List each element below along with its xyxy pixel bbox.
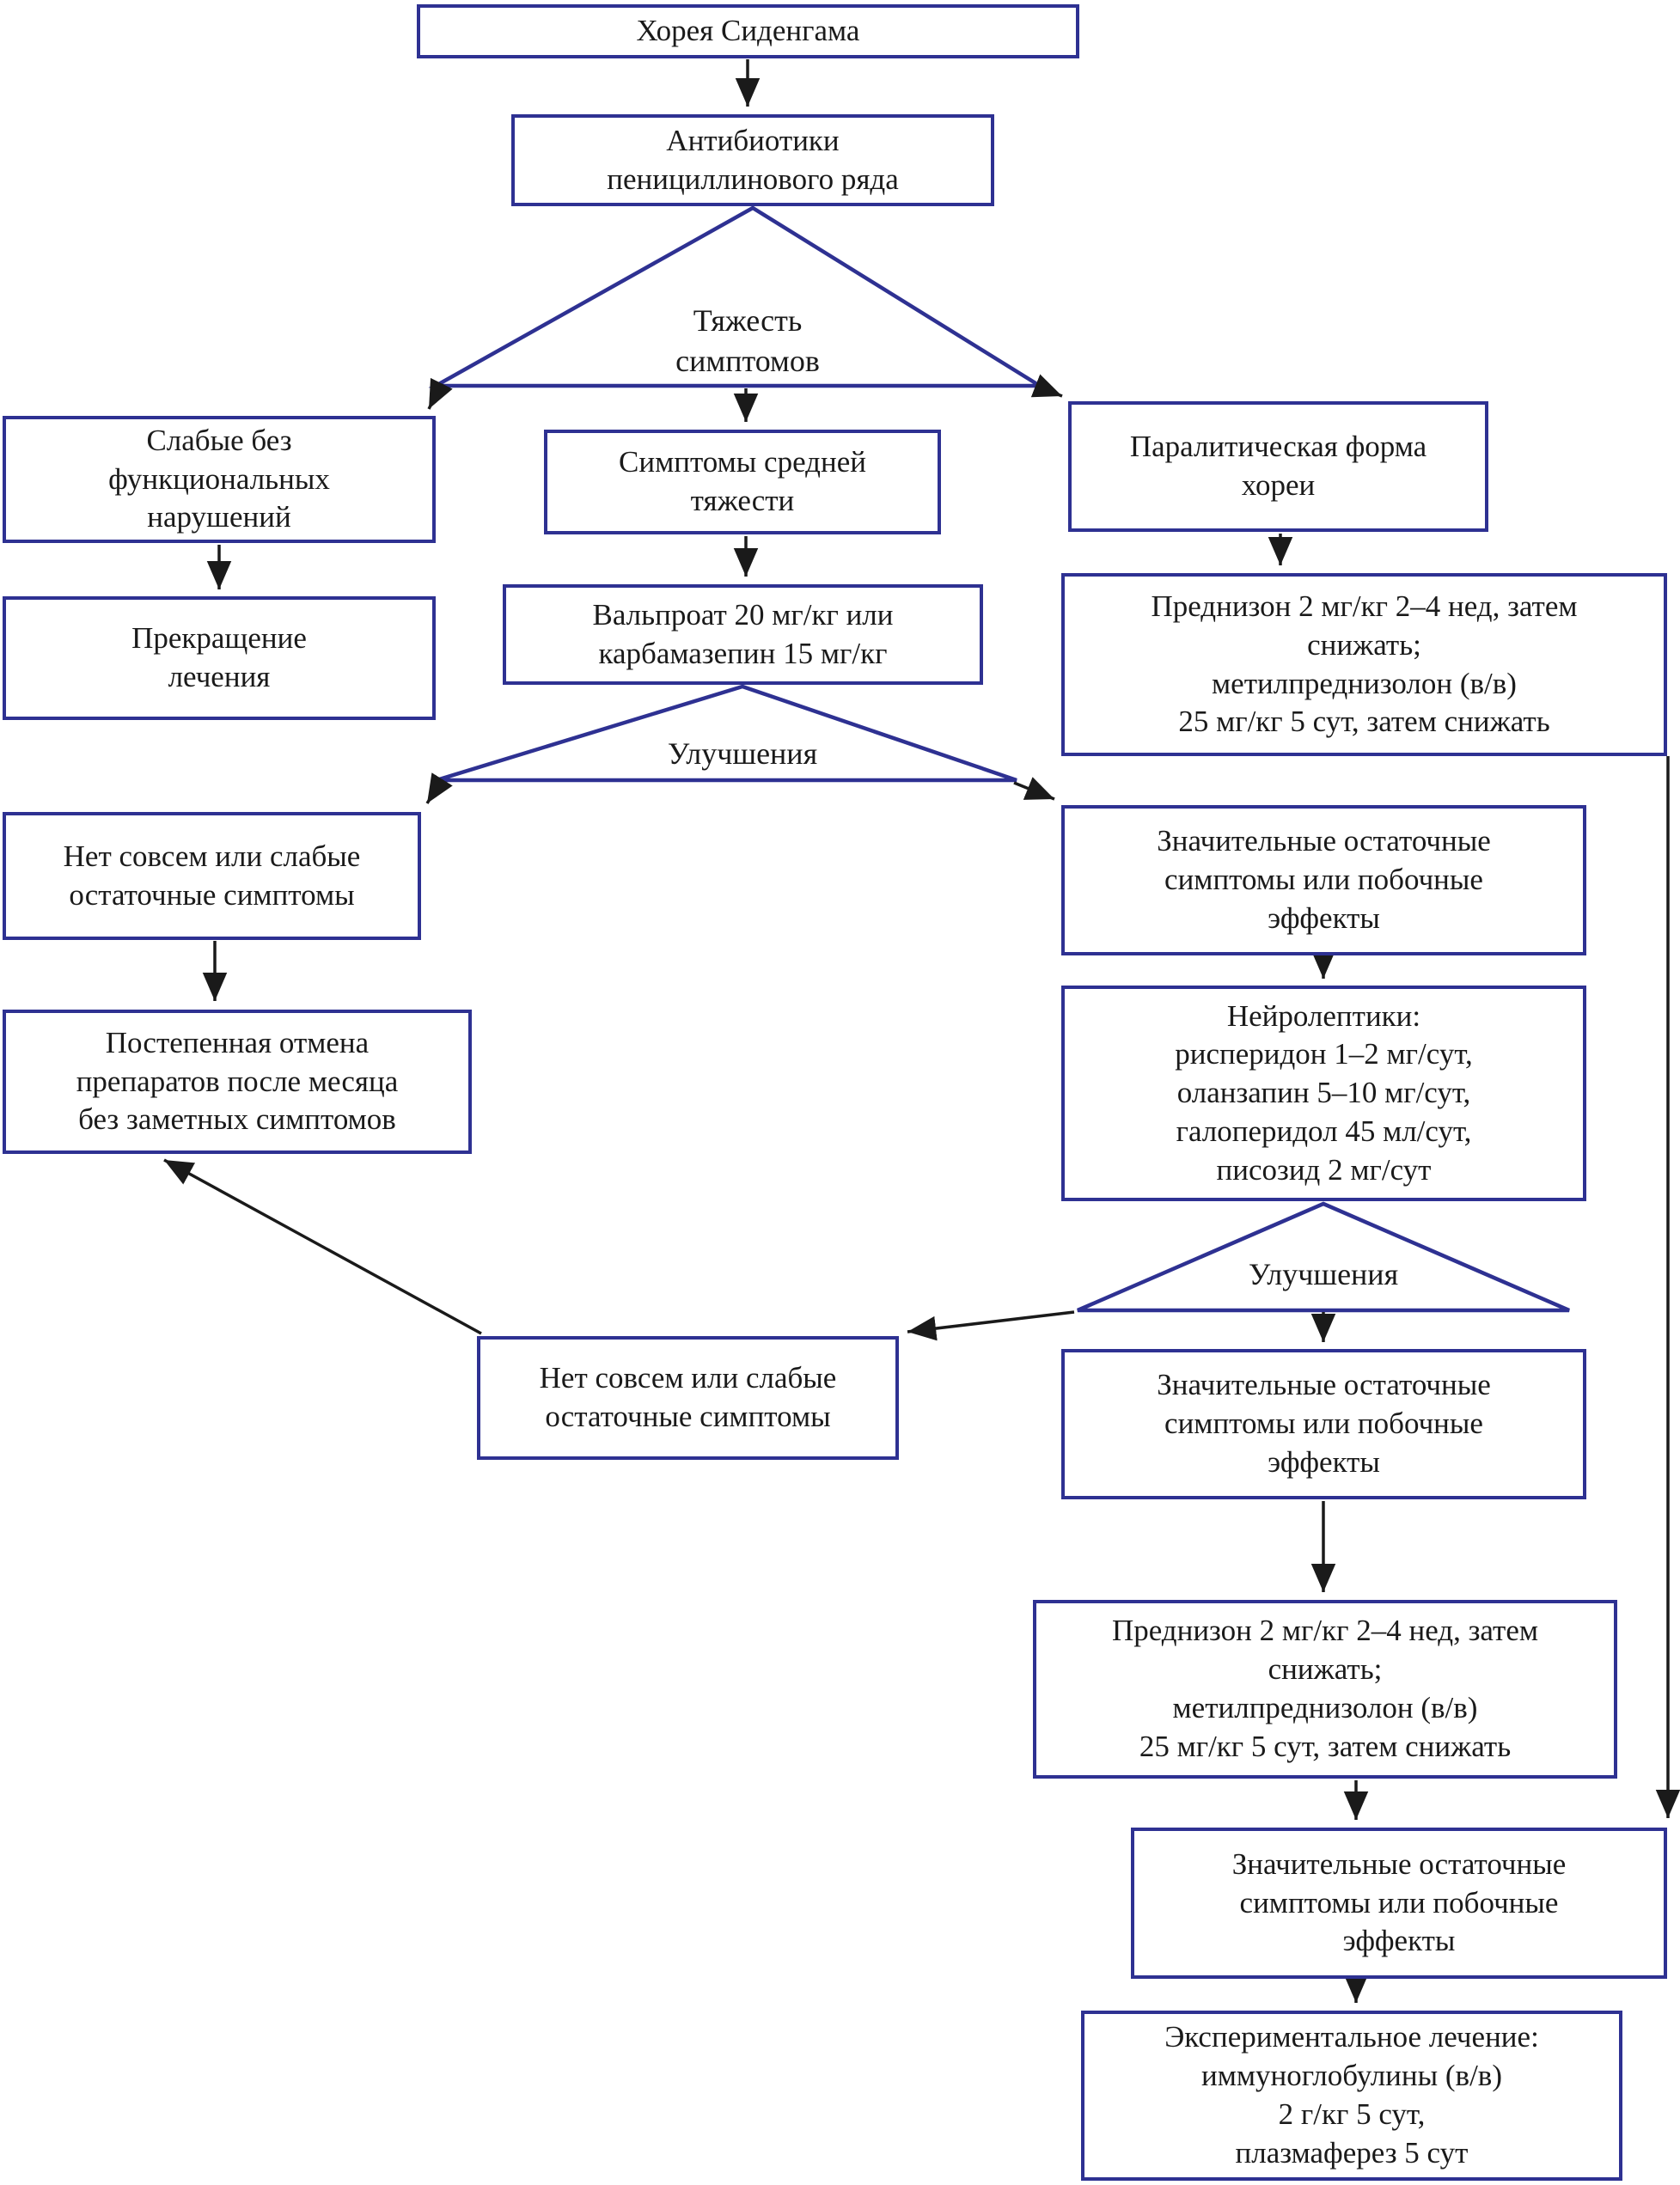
arrow-no-residual2-to-withdrawal: [163, 1158, 482, 1335]
node-penicillin-antibiotics-label: Антибиотики пенициллинового ряда: [607, 123, 899, 196]
node-no-or-mild-residual-2: Нет совсем или слабые остаточные симптом…: [477, 1336, 899, 1460]
node-experimental-treatment: Экспериментальное лечение: иммуноглобули…: [1081, 2011, 1622, 2181]
arrow-severity-to-mild: [427, 377, 453, 410]
node-significant-residual-3-label: Значительные остаточные симптомы или поб…: [1231, 1846, 1567, 1958]
node-neuroleptics-label: Нейролептики: рисперидон 1–2 мг/сут, ола…: [1175, 998, 1473, 1187]
node-neuroleptics: Нейролептики: рисперидон 1–2 мг/сут, ола…: [1061, 986, 1586, 1201]
node-mild-no-impairment: Слабые без функциональных нарушений: [3, 416, 436, 543]
node-paralytic-form-label: Паралитическая форма хореи: [1129, 430, 1427, 502]
decision-triangle-severity: [428, 205, 1047, 388]
node-valproate-carbamazepine: Вальпроат 20 мг/кг или карбамазепин 15 м…: [503, 584, 983, 685]
node-no-or-mild-residual-1: Нет совсем или слабые остаточные симптом…: [3, 812, 421, 940]
decision-improvement-1-label: Улучшения: [667, 736, 818, 771]
node-valproate-carbamazepine-label: Вальпроат 20 мг/кг или карбамазепин 15 м…: [592, 597, 894, 670]
node-experimental-treatment-label: Экспериментальное лечение: иммуноглобули…: [1164, 2020, 1539, 2170]
node-gradual-withdrawal-label: Постепенная отмена препаратов после меся…: [76, 1025, 399, 1137]
decision-triangle-improvement-2: [1077, 1201, 1570, 1313]
arrow-severity-to-paralytic: [1030, 374, 1063, 398]
node-no-or-mild-residual-2-label: Нет совсем или слабые остаточные симптом…: [539, 1361, 837, 1433]
arrow-improvement1-to-no-residual1: [425, 772, 453, 804]
node-paralytic-form: Паралитическая форма хореи: [1068, 401, 1488, 532]
node-mild-no-impairment-label: Слабые без функциональных нарушений: [108, 423, 330, 534]
decision-triangle-improvement-1: [436, 684, 1017, 783]
node-moderate-symptoms-label: Симптомы средней тяжести: [619, 445, 866, 517]
node-prednisone-second: Преднизон 2 мг/кг 2–4 нед, затем снижать…: [1033, 1600, 1617, 1779]
node-significant-residual-3: Значительные остаточные симптомы или поб…: [1131, 1828, 1667, 1979]
node-moderate-symptoms: Симптомы средней тяжести: [544, 430, 941, 534]
node-stop-treatment-label: Прекращение лечения: [131, 621, 307, 693]
node-penicillin-antibiotics: Антибиотики пенициллинового ряда: [511, 114, 994, 206]
decision-severity-label: Тяжесть симптомов: [675, 303, 820, 378]
node-chorea-sydenham: Хорея Сиденгама: [417, 4, 1079, 58]
node-prednisone-first-label: Преднизон 2 мг/кг 2–4 нед, затем снижать…: [1151, 589, 1578, 739]
node-significant-residual-2: Значительные остаточные симптомы или поб…: [1061, 1349, 1586, 1499]
node-no-or-mild-residual-1-label: Нет совсем или слабые остаточные симптом…: [63, 839, 361, 912]
node-gradual-withdrawal: Постепенная отмена препаратов после меся…: [3, 1010, 472, 1154]
arrow-improvement1-to-significant1: [1013, 777, 1055, 801]
node-chorea-sydenham-label: Хорея Сиденгама: [636, 14, 860, 48]
node-significant-residual-1-label: Значительные остаточные симптомы или поб…: [1157, 824, 1491, 935]
node-significant-residual-1: Значительные остаточные симптомы или поб…: [1061, 805, 1586, 955]
decision-improvement-2-label: Улучшения: [1248, 1257, 1399, 1291]
node-prednisone-first: Преднизон 2 мг/кг 2–4 нед, затем снижать…: [1061, 573, 1667, 756]
node-prednisone-second-label: Преднизон 2 мг/кг 2–4 нед, затем снижать…: [1111, 1614, 1539, 1763]
node-significant-residual-2-label: Значительные остаточные симптомы или поб…: [1157, 1368, 1491, 1479]
arrow-improvement2-to-no-residual2: [907, 1310, 1075, 1341]
node-stop-treatment: Прекращение лечения: [3, 596, 436, 720]
